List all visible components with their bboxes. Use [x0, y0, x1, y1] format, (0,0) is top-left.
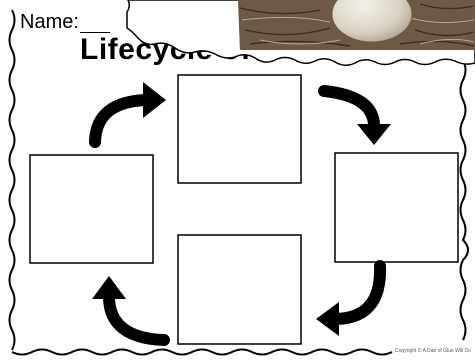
lifecycle-box-left[interactable] — [30, 155, 153, 263]
arrow-top-left-icon — [95, 82, 166, 142]
arrow-bottom-right-icon — [316, 266, 380, 336]
lifecycle-box-bottom[interactable] — [178, 235, 301, 344]
arrow-top-right-icon — [324, 91, 391, 145]
lifecycle-box-right[interactable] — [335, 153, 458, 262]
copyright-text: Copyright © A Dab of Glue Will Do — [395, 348, 471, 354]
arrow-bottom-left-icon — [92, 276, 164, 340]
lifecycle-box-top[interactable] — [178, 75, 301, 183]
page-title: Lifecycle of — [80, 33, 251, 67]
name-label: Name: — [20, 11, 79, 34]
